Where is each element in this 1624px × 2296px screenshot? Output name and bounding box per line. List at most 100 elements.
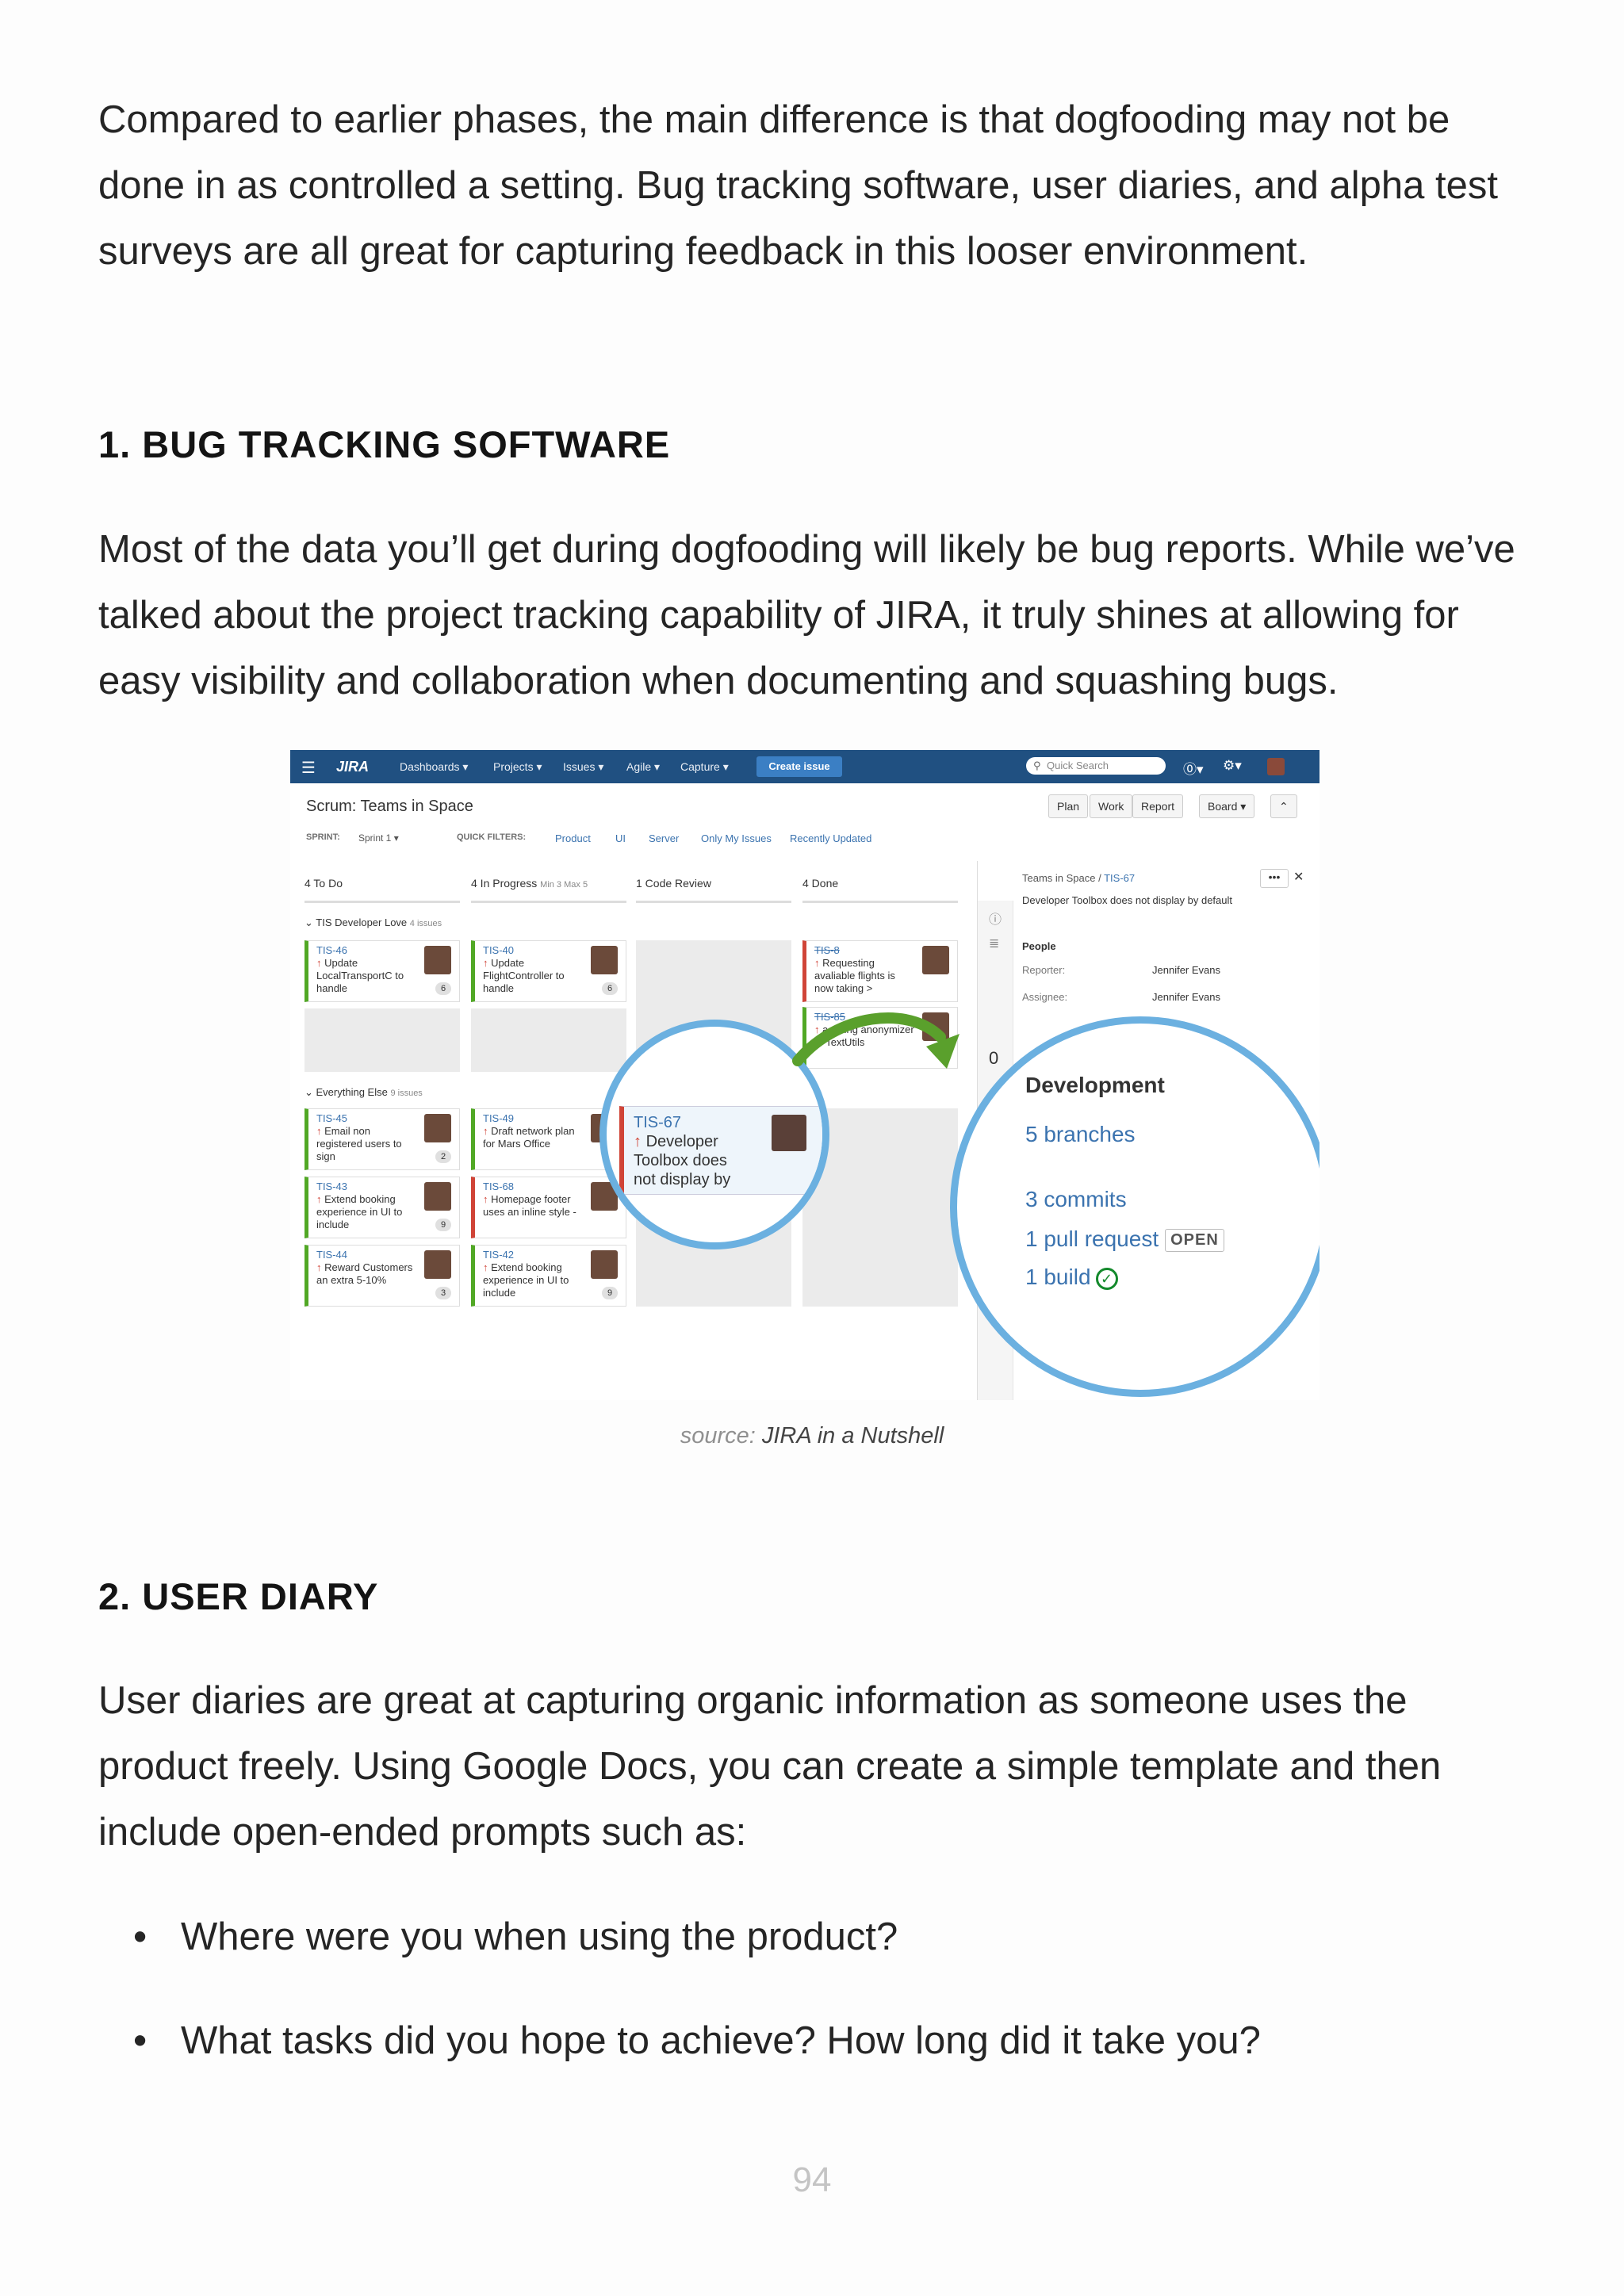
avatar <box>424 946 451 974</box>
collapse-button[interactable]: ⌃ <box>1270 794 1297 818</box>
check-circle-icon: ✓ <box>1095 1267 1118 1290</box>
description-icon[interactable]: ≣ <box>989 937 1000 951</box>
user-avatar[interactable] <box>1267 758 1285 775</box>
more-actions-button[interactable]: ••• <box>1260 869 1289 888</box>
report-button[interactable]: Report <box>1132 794 1184 818</box>
avatar <box>591 946 618 974</box>
issue-key[interactable]: TIS-40 <box>483 944 515 956</box>
reporter-value[interactable]: Jennifer Evans <box>1152 964 1220 976</box>
assignee-value[interactable]: Jennifer Evans <box>1152 991 1220 1003</box>
search-icon: ⚲ <box>1033 760 1041 771</box>
sprint-label: SPRINT: <box>306 832 340 842</box>
work-button[interactable]: Work <box>1090 794 1133 818</box>
issue-card[interactable]: TIS-68 ↑ Homepage footer uses an inline … <box>471 1177 626 1238</box>
development-heading: Development <box>1025 1073 1165 1097</box>
bullet-icon: • <box>133 1915 147 1958</box>
issue-title: ↑ Update LocalTransportC to handle <box>316 957 404 994</box>
filter-server[interactable]: Server <box>649 832 680 844</box>
menu-icon[interactable]: ☰ <box>301 760 316 777</box>
filter-recently-updated[interactable]: Recently Updated <box>790 832 872 844</box>
issue-card[interactable]: TIS-42 ↑ Extend booking experience in UI… <box>471 1245 626 1307</box>
issue-card[interactable]: TIS-8 ↑ Requesting avaliable flights is … <box>802 940 958 1002</box>
nav-projects[interactable]: Projects ▾ <box>493 760 542 773</box>
filter-ui[interactable]: UI <box>615 832 626 844</box>
build-link[interactable]: 1 build <box>1025 1265 1091 1289</box>
swimlane-everything-else[interactable]: ⌄ Everything Else 9 issues <box>304 1086 423 1098</box>
issue-title: ↑ Reward Customers an extra 5-10% <box>316 1261 413 1286</box>
avatar <box>591 1250 618 1279</box>
avatar <box>772 1115 806 1151</box>
rail-count: 0 <box>989 1048 999 1068</box>
bug-tracking-paragraph: Most of the data you’ll get during dogfo… <box>98 528 1515 702</box>
issue-key[interactable]: TIS-42 <box>483 1249 515 1261</box>
intro-paragraph: Compared to earlier phases, the main dif… <box>98 98 1499 273</box>
quick-search-input[interactable]: ⚲Quick Search <box>1026 757 1166 775</box>
jira-screenshot: ☰ JIRA Dashboards ▾ Projects ▾ Issues ▾ … <box>290 750 1320 1400</box>
filter-product[interactable]: Product <box>555 832 591 844</box>
column-divider <box>636 901 791 903</box>
issue-title: ↑ Draft network plan for Mars Office <box>483 1125 575 1150</box>
filter-only-my-issues[interactable]: Only My Issues <box>701 832 772 844</box>
commits-link[interactable]: 3 commits <box>1025 1187 1127 1211</box>
issue-title: ↑ Update FlightController to handle <box>483 957 565 994</box>
section-heading-user-diary: 2. USER DIARY <box>98 1575 379 1617</box>
nav-dashboards[interactable]: Dashboards ▾ <box>400 760 469 773</box>
estimate-badge: 3 <box>435 1287 451 1299</box>
column-divider <box>471 901 626 903</box>
create-issue-button[interactable]: Create issue <box>756 756 842 777</box>
issue-key[interactable]: TIS-67 <box>634 1114 682 1131</box>
avatar <box>424 1182 451 1211</box>
issue-key[interactable]: TIS-46 <box>316 944 348 956</box>
jira-logo[interactable]: JIRA <box>336 759 370 775</box>
empty-lane <box>471 1008 626 1072</box>
issue-title: ↑ Extend booking experience in UI to inc… <box>483 1261 569 1299</box>
gear-icon[interactable]: ⚙▾ <box>1223 758 1242 773</box>
close-icon[interactable]: ✕ <box>1293 871 1304 884</box>
zoom-circle-development: Development 5 branches 3 commits 1 pull … <box>950 1016 1320 1397</box>
green-arrow-icon <box>792 1012 959 1069</box>
avatar <box>922 946 949 974</box>
issue-key[interactable]: TIS-85 <box>814 1011 846 1023</box>
empty-lane <box>304 1008 460 1072</box>
zoomed-issue-card[interactable]: TIS-67 ↑ Developer Toolbox does not disp… <box>619 1106 822 1195</box>
plan-button[interactable]: Plan <box>1048 794 1089 818</box>
issue-key[interactable]: TIS-44 <box>316 1249 348 1261</box>
branches-link[interactable]: 5 branches <box>1025 1122 1136 1146</box>
issue-card[interactable]: TIS-45 ↑ Email non registered users to s… <box>304 1108 460 1170</box>
estimate-badge: 9 <box>602 1287 618 1299</box>
column-done: 4 Done <box>802 877 839 890</box>
breadcrumb: Teams in Space / TIS-67 <box>1022 872 1136 884</box>
column-divider <box>802 901 958 903</box>
nav-agile[interactable]: Agile ▾ <box>626 760 661 773</box>
estimate-badge: 6 <box>602 982 618 995</box>
issue-card[interactable]: TIS-46 ↑ Update LocalTransportC to handl… <box>304 940 460 1002</box>
jira-top-nav: ☰ JIRA Dashboards ▾ Projects ▾ Issues ▾ … <box>290 750 1320 783</box>
reporter-label: Reporter: <box>1022 964 1066 976</box>
issue-title: ↑ Developer Toolbox does not display by <box>634 1133 731 1188</box>
issue-card[interactable]: TIS-40 ↑ Update FlightController to hand… <box>471 940 626 1002</box>
issue-key[interactable]: TIS-45 <box>316 1112 348 1124</box>
board-title: Scrum: Teams in Space <box>306 798 473 815</box>
issue-key[interactable]: TIS-8 <box>814 944 840 956</box>
issue-card[interactable]: TIS-44 ↑ Reward Customers an extra 5-10%… <box>304 1245 460 1307</box>
user-diary-paragraph: User diaries are great at capturing orga… <box>98 1679 1442 1854</box>
bullet-icon: • <box>133 2019 147 2062</box>
estimate-badge: 6 <box>435 982 451 995</box>
estimate-badge: 9 <box>435 1219 451 1231</box>
issue-key[interactable]: TIS-68 <box>483 1181 515 1192</box>
help-icon[interactable]: ⓪▾ <box>1183 762 1204 777</box>
info-icon[interactable]: ⓘ <box>989 913 1002 927</box>
issue-key[interactable]: TIS-49 <box>483 1112 515 1124</box>
column-todo: 4 To Do <box>304 877 343 890</box>
page-number: 94 <box>792 2160 832 2199</box>
nav-capture[interactable]: Capture ▾ <box>680 760 729 773</box>
issue-title: ↑ Email non registered users to sign <box>316 1125 402 1162</box>
board-menu-button[interactable]: Board ▾ <box>1199 794 1255 818</box>
issue-card[interactable]: TIS-43 ↑ Extend booking experience in UI… <box>304 1177 460 1238</box>
nav-issues[interactable]: Issues ▾ <box>563 760 604 773</box>
swimlane-developer-love[interactable]: ⌄ TIS Developer Love 4 issues <box>304 916 442 928</box>
issue-key[interactable]: TIS-43 <box>316 1181 348 1192</box>
pull-request-link[interactable]: 1 pull request <box>1025 1226 1159 1251</box>
sprint-select[interactable]: Sprint 1 ▾ <box>358 832 399 844</box>
